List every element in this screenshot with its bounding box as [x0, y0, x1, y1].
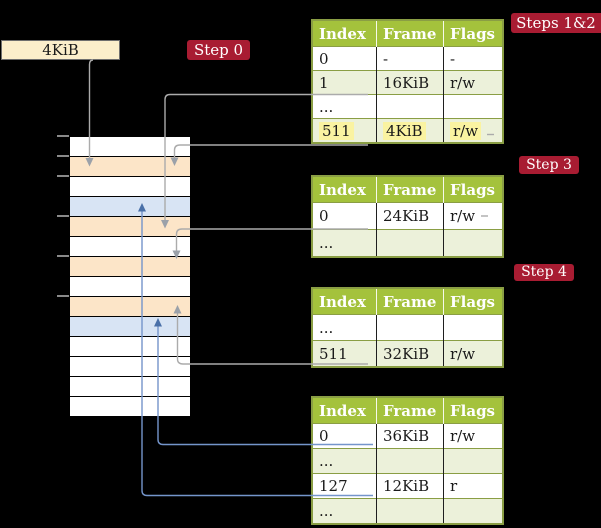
table-header-cell: Frame [376, 176, 444, 203]
table-cell [443, 314, 503, 341]
table-row: ... [312, 448, 503, 474]
table-cell [376, 229, 444, 257]
table-cell: 24KiB [376, 202, 444, 230]
table-cell: r/w [443, 340, 503, 367]
memory-column [70, 136, 190, 417]
table-cell: 32KiB [376, 340, 444, 367]
table-header-cell: Index [312, 397, 377, 424]
table-cell [376, 94, 444, 119]
tick-mark [57, 135, 69, 137]
table-cell: 0 [312, 202, 377, 230]
table-cell: ... [312, 229, 377, 257]
tick-mark [57, 215, 69, 217]
table-cell: 511 [312, 340, 377, 367]
memory-row-peach [70, 297, 190, 317]
table-cell: 511 [312, 118, 377, 143]
highlighted-value: 4KiB [383, 121, 426, 140]
table-cell: r [443, 473, 503, 499]
table-cell [443, 229, 503, 257]
table-header-cell: Index [312, 20, 377, 47]
table-cell: r/w [443, 423, 503, 449]
table-cell [443, 448, 503, 474]
table-cell [376, 448, 444, 474]
page-size-box: 4KiB [1, 40, 120, 60]
step-label-4: Step 4 [514, 264, 574, 281]
tick-mark [57, 295, 69, 297]
table-cell: ... [312, 94, 377, 119]
table-row: ... [312, 314, 503, 341]
table-header-cell: Frame [376, 397, 444, 424]
table-cell [443, 94, 503, 119]
table-cell [376, 498, 444, 524]
memory-row-blue [70, 317, 190, 337]
step-label-3: Step 3 [519, 156, 579, 174]
table-header-cell: Frame [376, 288, 444, 315]
memory-row-white [70, 137, 190, 157]
table-cell: ... [312, 498, 377, 524]
table-header-cell: Frame [376, 20, 444, 47]
table-header-cell: Index [312, 288, 377, 315]
memory-row-blue [70, 197, 190, 217]
memory-row-white [70, 177, 190, 197]
table-cell: r/w [443, 70, 503, 95]
table-cell: 0 [312, 423, 377, 449]
tick-mark [57, 175, 69, 177]
table-header-cell: Flags [443, 176, 503, 203]
step-label-1-2: Steps 1&2 [511, 13, 601, 33]
memory-row-white [70, 357, 190, 377]
table-cell: r/w [443, 118, 503, 143]
memory-row-peach [70, 157, 190, 177]
memory-row-white [70, 397, 190, 417]
table-cell: 36KiB [376, 423, 444, 449]
arrow-table1-row511-to-memory [173, 144, 368, 158]
table-header-cell: Flags [443, 20, 503, 47]
tick-mark [57, 255, 69, 257]
table-cell [376, 314, 444, 341]
table-row: ... [312, 94, 503, 119]
tick-mark [57, 155, 69, 157]
table-cell: 127 [312, 473, 377, 499]
table-cell: r/w [443, 202, 503, 230]
memory-row-white [70, 377, 190, 397]
memory-row-white [70, 237, 190, 257]
table-header-cell: Flags [443, 397, 503, 424]
memory-row-white [70, 337, 190, 357]
table-cell: - [376, 46, 444, 71]
table-cell: 12KiB [376, 473, 444, 499]
table-cell: 16KiB [376, 70, 444, 95]
table-cell: 0 [312, 46, 377, 71]
table-cell [443, 498, 503, 524]
highlighted-value: 511 [319, 121, 354, 140]
table-cell: ... [312, 448, 377, 474]
table-cell: 1 [312, 70, 377, 95]
highlighted-value: r/w [450, 121, 482, 140]
table-row: ... [312, 498, 503, 524]
table-row: 511 4KiB r/w [312, 118, 503, 143]
page-size-label: 4KiB [42, 41, 79, 59]
table-row: ... [312, 229, 503, 257]
memory-row-white [70, 277, 190, 297]
table-header-cell: Index [312, 176, 377, 203]
table-row: 0-- [312, 46, 503, 71]
table-cell: ... [312, 314, 377, 341]
step-label-0: Step 0 [187, 40, 250, 60]
memory-row-peach [70, 257, 190, 277]
table-cell: 4KiB [376, 118, 444, 143]
table-cell: - [443, 46, 503, 71]
memory-row-peach [70, 217, 190, 237]
table-header-cell: Flags [443, 288, 503, 315]
